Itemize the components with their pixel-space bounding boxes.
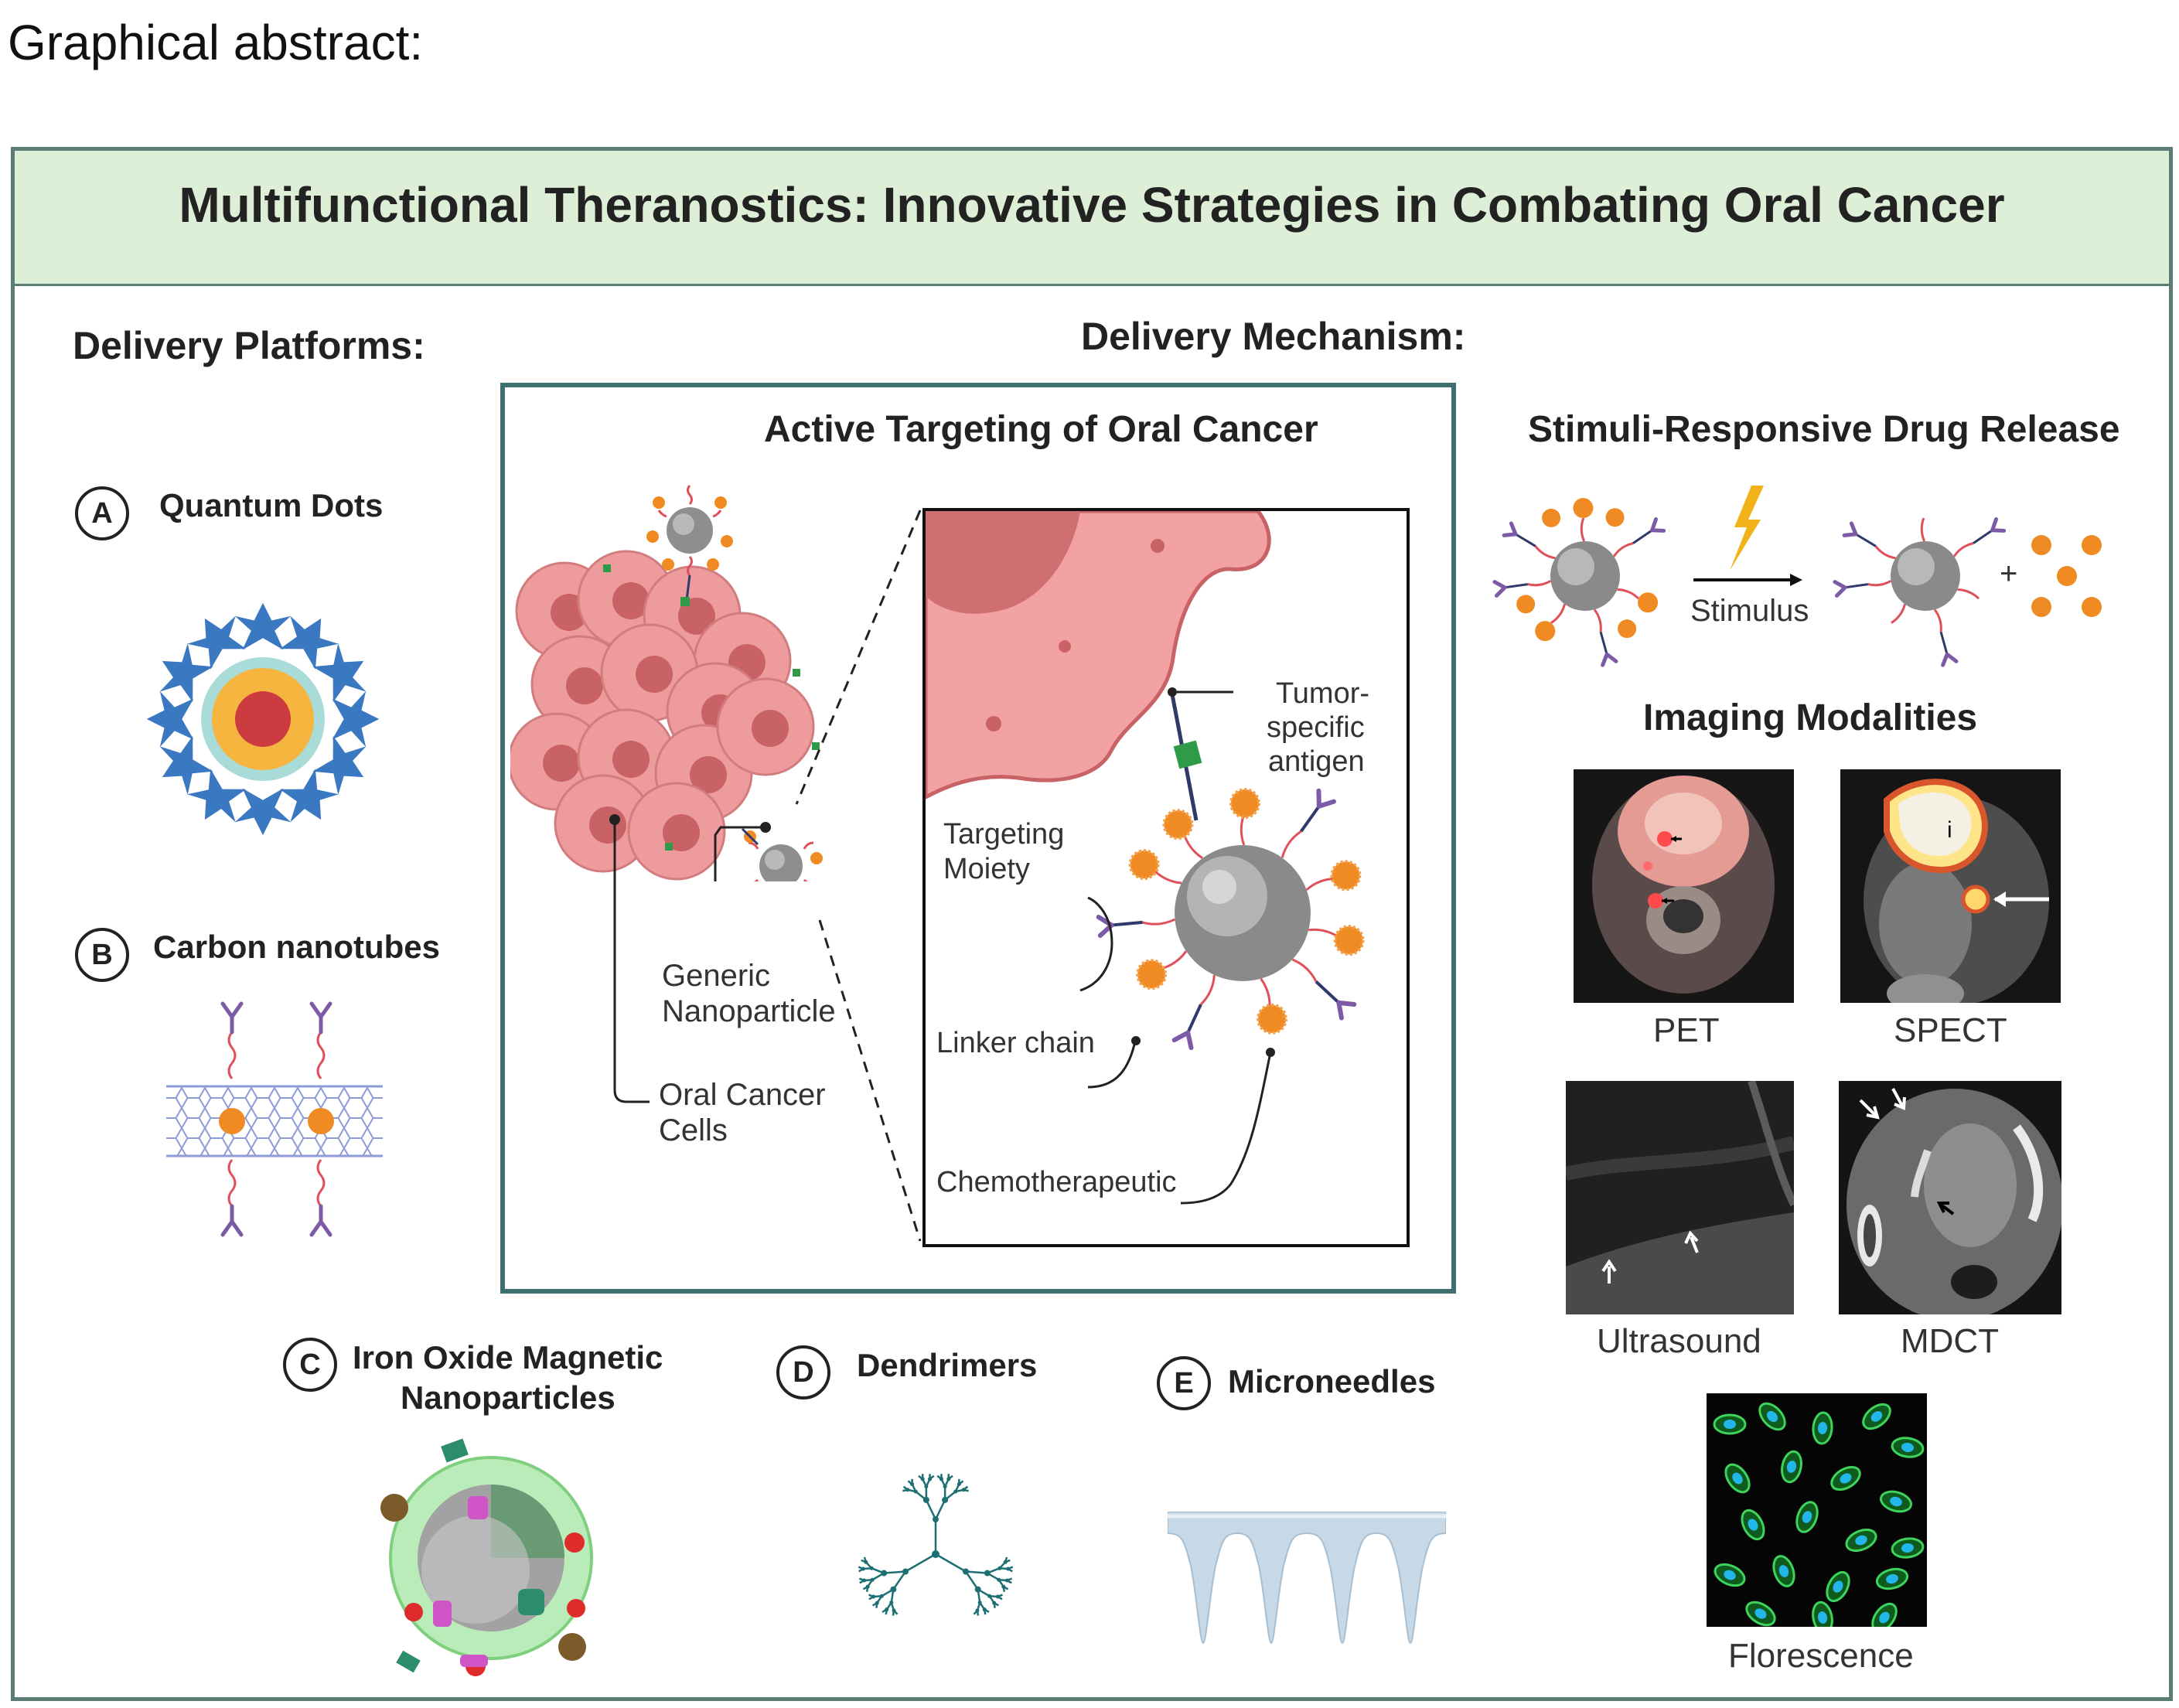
chemotherapeutic-drug [1229,788,1260,820]
active-targeting-box [500,383,1456,1294]
quantum-dot-icon [146,602,380,836]
loaded-nanoparticle [1492,498,1666,667]
pet-label: PET [1653,1011,1720,1049]
tumor-antigen-label-2: specific [1267,711,1365,744]
pet-image [1574,769,1794,1003]
main-title: Multifunctional Theranostics: Innovative… [179,177,2005,233]
florescence-image [1707,1393,1927,1627]
dendrimer-icon [858,1474,1014,1616]
spect-i-marker: i [1947,817,1952,843]
chemotherapeutic-drug [1256,1003,1287,1035]
imaging-modalities-heading: Imaging Modalities [1643,697,1978,738]
quantum-dot-ligand [332,690,380,748]
platform-c-badge: C [283,1338,337,1392]
mdct-image [1839,1081,2061,1314]
oral-cancer-cells-label-2: Cells [659,1113,728,1147]
iron-oxide-nanoparticle-icon [380,1438,593,1676]
microneedle-icon [1168,1512,1446,1645]
dendrimers-label: Dendrimers [857,1347,1038,1383]
platform-d-badge: D [776,1345,830,1399]
released-nanoparticle [1833,517,2007,667]
zoom-detail-box [922,508,1410,1247]
quantum-dot-ligand [234,602,292,650]
linker-chain-label: Linker chain [936,1027,1095,1059]
plus-sign: + [2000,557,2018,591]
generic-nanoparticle-label-2: Nanoparticle [662,994,836,1028]
chemotherapeutic-drug [1128,849,1160,881]
platform-b-badge: B [75,928,129,982]
oral-cancer-cells-label-1: Oral Cancer [659,1078,826,1112]
chemotherapeutic-drug [1330,860,1362,892]
chemotherapeutic-drug [1333,925,1365,956]
spect-label: SPECT [1894,1011,2007,1049]
cluster-leader-lines [609,814,771,1103]
stimuli-release-scheme [1492,486,2102,667]
quantum-dot-ligand [187,615,247,670]
targeting-moiety-label-1: Targeting [943,818,1065,851]
platform-e-badge: E [1157,1356,1211,1410]
zoom-dashed-lines [795,510,922,1242]
ultrasound-label: Ultrasound [1597,1322,1761,1360]
lightning-icon [1730,486,1764,571]
tumor-antigen-label-1: Tumor- [1276,677,1370,710]
delivery-mechanism-heading: Delivery Mechanism: [1081,315,1466,358]
quantum-dot-ligand [146,690,194,748]
quantum-dot-ligand [312,643,367,703]
stimuli-release-heading: Stimuli-Responsive Drug Release [1528,409,2120,450]
ultrasound-image [1566,1081,1794,1314]
oral-cancer-cells-cluster [510,485,823,881]
quantum-dot-ligand [312,735,367,795]
stimulus-label: Stimulus [1690,594,1809,628]
generic-nanoparticle-label-1: Generic [662,959,771,993]
chemotherapeutic-label: Chemotherapeutic [936,1166,1177,1198]
florescence-label: Florescence [1728,1637,1914,1675]
carbon-nanotube-icon [166,1001,383,1237]
quantum-dot-ligand [159,643,213,703]
quantum-dots-label: Quantum Dots [159,487,384,523]
iron-oxide-label-line2: Nanoparticles [401,1379,616,1416]
spect-image: i [1840,769,2061,1003]
graphical-abstract-label: Graphical abstract: [8,15,424,70]
title-band [15,151,2169,286]
carbon-nanotubes-label: Carbon nanotubes [153,929,441,965]
iron-oxide-label-line1: Iron Oxide Magnetic [353,1339,663,1376]
abstract-frame [11,147,2173,1701]
quantum-dot-ligand [187,769,247,823]
quantum-dot-ligand [159,735,213,795]
chemotherapeutic-drug [1136,959,1168,990]
mdct-label: MDCT [1901,1322,2000,1360]
platform-a-badge: A [75,486,129,540]
delivery-platforms-heading: Delivery Platforms: [73,324,425,367]
quantum-dot-ligand [234,788,292,836]
chemotherapeutic-drug [1162,809,1194,840]
active-targeting-heading: Active Targeting of Oral Cancer [764,409,1318,450]
zoomed-cell-scene [926,511,1365,1205]
tumor-antigen-label-3: antigen [1268,745,1365,778]
targeting-moiety-label-2: Moiety [943,853,1030,885]
quantum-dot-ligand [279,769,339,823]
quantum-dot-ligand [279,615,339,670]
microneedles-label: Microneedles [1228,1363,1436,1399]
